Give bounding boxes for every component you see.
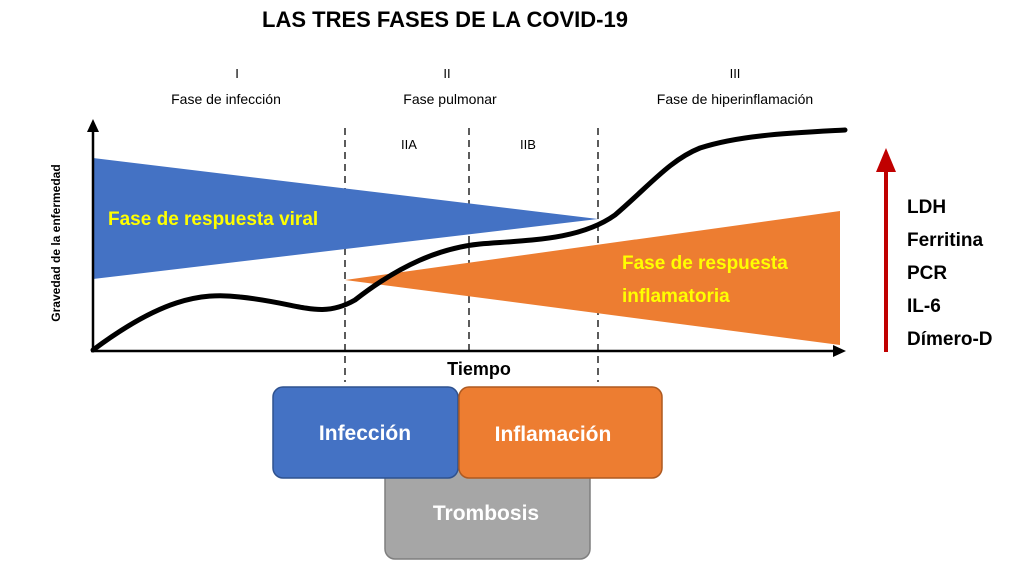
subphase-iib-label: IIB xyxy=(520,137,536,152)
thrombosis-label: Trombosis xyxy=(433,502,539,525)
biomarker-ferritina: Ferritina xyxy=(907,230,983,251)
diagram-title: LAS TRES FASES DE LA COVID-19 xyxy=(262,7,628,32)
y-axis-arrowhead xyxy=(87,119,99,132)
phase-2-numeral: II xyxy=(443,66,450,81)
infection-box xyxy=(272,386,459,479)
phase-1-numeral: I xyxy=(235,66,239,81)
y-axis-label: Gravedad de la enfermedad xyxy=(49,164,63,321)
x-axis-arrowhead xyxy=(833,345,846,357)
viral-response-wedge xyxy=(93,158,598,279)
biomarker-arrow-head xyxy=(876,148,896,172)
biomarker-dimero-d: Dímero-D xyxy=(907,329,993,350)
biomarker-pcr: PCR xyxy=(907,263,947,284)
subphase-iia-label: IIA xyxy=(401,137,417,152)
phase-3-numeral: III xyxy=(730,66,741,81)
phase-2-name: Fase pulmonar xyxy=(403,91,497,107)
inflammatory-response-wedge xyxy=(345,211,840,345)
biomarker-il6: IL-6 xyxy=(907,296,941,317)
inflammatory-response-label: Fase de respuesta inflamatoria xyxy=(622,253,793,307)
viral-response-label: Fase de respuesta viral xyxy=(108,209,318,230)
inflammation-label: Inflamación xyxy=(495,423,612,446)
inflammatory-label-line-2: inflamatoria xyxy=(622,286,730,307)
infection-label: Infección xyxy=(319,422,411,445)
severity-curve xyxy=(90,127,848,353)
x-axis-label: Tiempo xyxy=(447,359,511,379)
phase-1-name: Fase de infección xyxy=(171,91,281,107)
biomarker-ldh: LDH xyxy=(907,197,946,218)
phase-3-name: Fase de hiperinflamación xyxy=(657,91,813,107)
inflammatory-label-line-1: Fase de respuesta xyxy=(622,253,788,274)
inflammation-box xyxy=(458,386,663,479)
